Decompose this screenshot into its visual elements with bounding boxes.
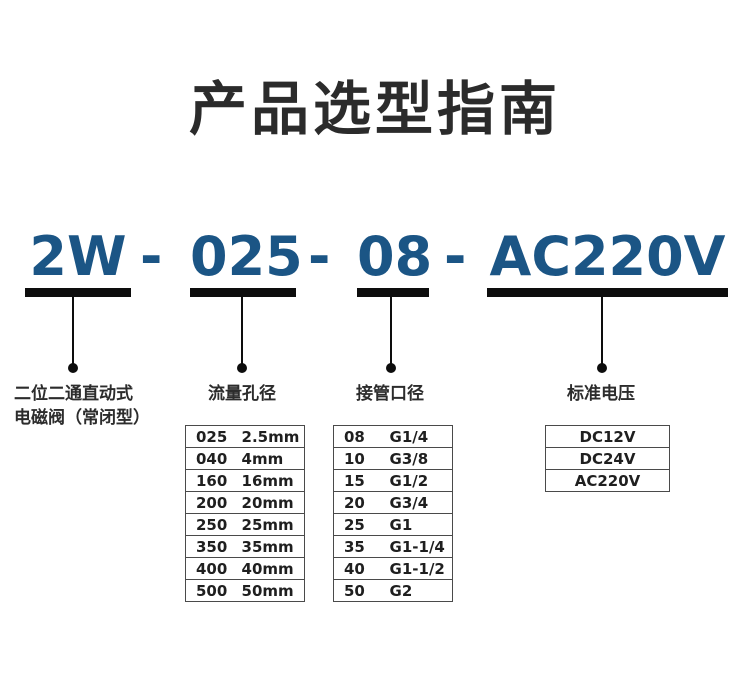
cell-code: 08 xyxy=(334,426,384,448)
model-code-segment-voltage: AC220V xyxy=(489,225,726,288)
leader-dot-flow-orifice xyxy=(237,363,247,373)
group-label-valve-type-line-1: 二位二通直动式 xyxy=(14,384,133,404)
underline-bar-port-size xyxy=(357,288,429,297)
cell-code: 50 xyxy=(344,581,365,600)
model-code-segment-port-size: 08 xyxy=(357,225,433,288)
model-code-separator-2: - xyxy=(308,225,331,288)
table-row[interactable]: 25 G1 xyxy=(334,513,452,536)
cell-code: 040 xyxy=(186,447,236,470)
underline-bar-valve-type xyxy=(25,288,131,297)
table-row[interactable]: 40 G1-1/2 xyxy=(334,557,452,580)
table-row[interactable]: 15 G1/2 xyxy=(334,469,452,492)
cell-code: 200 xyxy=(186,491,236,514)
model-code-separator-3: - xyxy=(444,225,467,288)
table-row[interactable]: 500 50mm xyxy=(186,580,304,602)
leader-line-valve-type xyxy=(72,296,74,366)
cell-size: 50mm xyxy=(241,581,294,600)
cell-code: 250 xyxy=(186,513,236,536)
table-row[interactable]: AC220V xyxy=(546,470,669,492)
table-row[interactable]: 08 G1/4 xyxy=(334,426,452,448)
table-row[interactable]: 400 40mm xyxy=(186,557,304,580)
cell-code: 160 xyxy=(186,469,236,492)
cell-code: 025 xyxy=(186,426,236,448)
cell-size: 35mm xyxy=(235,535,304,558)
options-table-flow-orifice: 025 2.5mm 040 4mm 160 16mm 200 20mm 250 xyxy=(185,425,305,602)
cell-code: 350 xyxy=(186,535,236,558)
options-table-voltage: DC12V DC24V AC220V xyxy=(545,425,670,492)
cell-voltage: AC220V xyxy=(574,471,641,490)
leader-dot-port-size xyxy=(386,363,396,373)
leader-line-port-size xyxy=(390,296,392,366)
underline-bar-flow-orifice xyxy=(190,288,296,297)
cell-size: 4mm xyxy=(235,447,304,470)
leader-dot-voltage xyxy=(597,363,607,373)
table-row[interactable]: 35 G1-1/4 xyxy=(334,535,452,558)
group-label-voltage: 标准电压 xyxy=(567,384,635,404)
model-code-separator-1: - xyxy=(140,225,163,288)
leader-line-voltage xyxy=(601,296,603,366)
cell-voltage: DC12V xyxy=(546,426,669,448)
table-row[interactable]: 200 20mm xyxy=(186,491,304,514)
table-row[interactable]: 20 G3/4 xyxy=(334,491,452,514)
table-row[interactable]: 250 25mm xyxy=(186,513,304,536)
table-row[interactable]: 350 35mm xyxy=(186,535,304,558)
cell-voltage: DC24V xyxy=(546,447,669,470)
cell-thread: G1-1/4 xyxy=(383,535,452,558)
group-label-flow-orifice: 流量孔径 xyxy=(208,384,276,404)
cell-thread: G2 xyxy=(389,581,413,600)
cell-thread: G1/2 xyxy=(383,469,452,492)
cell-code: 500 xyxy=(196,581,228,600)
options-table-port-size: 08 G1/4 10 G3/8 15 G1/2 20 G3/4 25 G1 xyxy=(333,425,453,602)
table-row[interactable]: 040 4mm xyxy=(186,447,304,470)
cell-code: 35 xyxy=(334,535,384,558)
cell-code: 40 xyxy=(334,557,384,580)
table-row[interactable]: 50 G2 xyxy=(334,580,452,602)
model-code-segment-valve-type: 2W xyxy=(29,225,127,288)
cell-code: 10 xyxy=(334,447,384,470)
cell-thread: G1-1/2 xyxy=(383,557,452,580)
cell-size: 20mm xyxy=(235,491,304,514)
group-label-port-size: 接管口径 xyxy=(356,384,424,404)
cell-size: 40mm xyxy=(235,557,304,580)
table-row[interactable]: 10 G3/8 xyxy=(334,447,452,470)
table-row[interactable]: 025 2.5mm xyxy=(186,426,304,448)
page-title: 产品选型指南 xyxy=(188,75,561,143)
cell-thread: G3/4 xyxy=(383,491,452,514)
cell-size: 25mm xyxy=(235,513,304,536)
cell-code: 20 xyxy=(334,491,384,514)
table-row[interactable]: DC24V xyxy=(546,447,669,470)
cell-thread: G1 xyxy=(383,513,452,536)
group-label-valve-type-line-2: 电磁阀（常闭型） xyxy=(14,408,150,428)
table-row[interactable]: 160 16mm xyxy=(186,469,304,492)
cell-code: 400 xyxy=(186,557,236,580)
model-code-row: 2W - 025 - 08 - AC220V xyxy=(0,228,750,290)
underline-bar-voltage xyxy=(487,288,728,297)
leader-dot-valve-type xyxy=(68,363,78,373)
cell-thread: G3/8 xyxy=(383,447,452,470)
leader-line-flow-orifice xyxy=(241,296,243,366)
cell-code: 25 xyxy=(334,513,384,536)
cell-size: 2.5mm xyxy=(235,426,304,448)
table-row[interactable]: DC12V xyxy=(546,426,669,448)
cell-code: 15 xyxy=(334,469,384,492)
cell-thread: G1/4 xyxy=(383,426,452,448)
group-label-valve-type: 二位二通直动式 电磁阀（常闭型） xyxy=(14,382,194,430)
cell-size: 16mm xyxy=(235,469,304,492)
model-code-segment-flow-orifice: 025 xyxy=(190,225,303,288)
